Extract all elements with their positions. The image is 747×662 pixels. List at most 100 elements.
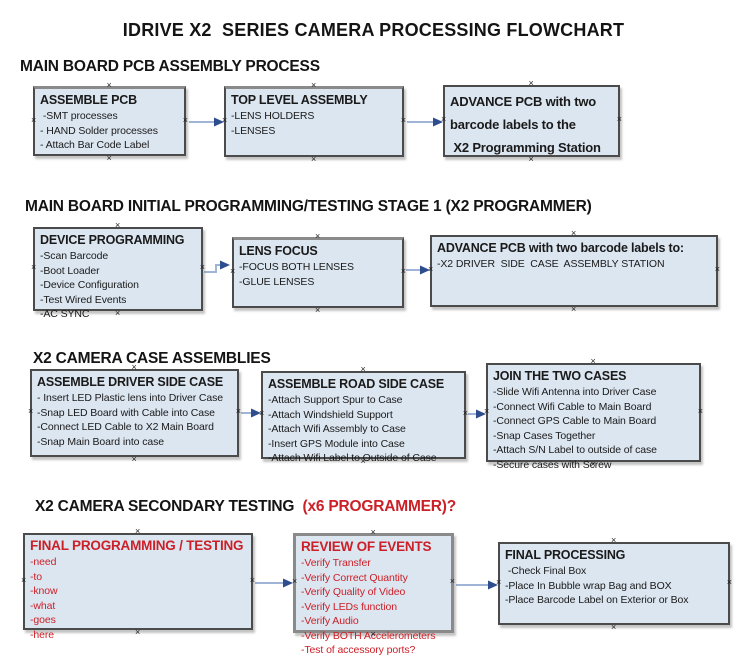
- box-item: - Attach Bar Code Label: [40, 139, 150, 151]
- box-item: -Place Barcode Label on Exterior or Box: [505, 594, 689, 606]
- box-item: -goes: [30, 614, 56, 626]
- flow-arrow: [407, 117, 443, 127]
- connection-point-icon: [484, 408, 489, 414]
- flow-box-final-programming-testing: FINAL PROGRAMMING / TESTING -need -to -k…: [21, 533, 255, 641]
- connection-point-icon: [715, 266, 720, 272]
- flow-box-lens-focus: LENS FOCUS -FOCUS BOTH LENSES -GLUE LENS…: [232, 237, 404, 308]
- box-title: REVIEW OF EVENTS: [301, 539, 432, 554]
- box-item: -Attach Wifi Assembly to Case: [268, 423, 406, 435]
- connection-point-icon: [107, 155, 112, 161]
- box-title: ASSEMBLE ROAD SIDE CASE: [268, 377, 444, 391]
- box-item: -Test of accessory ports?: [301, 644, 416, 656]
- connection-point-icon: [315, 307, 320, 313]
- box-item: -Verify Correct Quantity: [301, 571, 408, 584]
- connection-point-icon: [132, 364, 137, 370]
- box-item: -GLUE LENSES: [239, 275, 315, 288]
- box-item: -AC SYNC: [40, 308, 90, 320]
- connection-point-icon: [591, 461, 596, 467]
- flow-box-assemble-road-side-case: ASSEMBLE ROAD SIDE CASE -Attach Support …: [259, 371, 468, 464]
- page-title: IDRIVE X2 SERIES CAMERA PROCESSING FLOWC…: [122, 20, 625, 40]
- connection-point-icon: [230, 268, 235, 274]
- connection-point-icon: [371, 529, 376, 535]
- connection-point-icon: [132, 456, 137, 462]
- connection-point-icon: [571, 306, 576, 312]
- section-heading-red-part: (x6 PROGRAMMER)?: [302, 498, 457, 515]
- box-item: - Insert LED Plastic lens into Driver Ca…: [37, 392, 224, 404]
- box-item: -Attach Wifi Label to Outside of Case: [268, 452, 437, 464]
- flow-box-advance-pcb-programming-station: ADVANCE PCB with two barcode labels to t…: [443, 85, 620, 157]
- box-item: -Boot Loader: [40, 264, 100, 277]
- box-item: ADVANCE PCB with two: [450, 94, 596, 109]
- connection-point-icon: [315, 233, 320, 239]
- box-item: -Snap LED Board with Cable into Case: [37, 406, 215, 419]
- connection-point-icon: [496, 579, 501, 585]
- section-heading-secondary-testing: X2 CAMERA SECONDARY TESTING (x6 PROGRAMM…: [35, 498, 456, 516]
- connection-point-icon: [222, 117, 227, 123]
- section-heading-pcb-assembly: MAIN BOARD PCB ASSEMBLY PROCESS: [20, 58, 320, 75]
- connection-point-icon: [361, 458, 366, 464]
- box-item: -to: [30, 570, 42, 583]
- box-item: -Snap Cases Together: [493, 429, 596, 442]
- connection-point-icon: [571, 230, 576, 236]
- flow-box-advance-pcb-driver-side: ADVANCE PCB with two barcode labels to: …: [430, 235, 718, 307]
- flow-box-final-processing: FINAL PROCESSING -Check Final Box -Place…: [498, 542, 730, 625]
- box-title: JOIN THE TWO CASES: [493, 369, 627, 383]
- connection-point-icon: [28, 408, 33, 414]
- section-heading-initial-programming: MAIN BOARD INITIAL PROGRAMMING/TESTING S…: [25, 198, 592, 215]
- flow-arrow: [241, 408, 261, 418]
- connection-point-icon: [259, 410, 264, 416]
- box-title: LENS FOCUS: [239, 244, 318, 258]
- box-title: ASSEMBLE DRIVER SIDE CASE: [37, 375, 224, 389]
- box-title: ASSEMBLE PCB: [40, 93, 137, 107]
- box-item: -X2 DRIVER SIDE CASE ASSEMBLY STATION: [437, 258, 665, 270]
- box-item: -Attach S/N Label to outside of case: [493, 444, 657, 456]
- connection-point-icon: [311, 156, 316, 162]
- box-title: DEVICE PROGRAMMING: [40, 233, 185, 247]
- connection-point-icon: [292, 578, 297, 584]
- flow-arrow: [406, 265, 430, 275]
- connection-point-icon: [115, 310, 120, 316]
- box-item: -SMT processes: [40, 110, 118, 122]
- connection-point-icon: [617, 116, 622, 122]
- connection-point-icon: [727, 579, 732, 585]
- box-item: -LENSES: [231, 124, 276, 137]
- box-item: -Verify LEDs function: [301, 600, 397, 613]
- box-item: -Connect Wifi Cable to Main Board: [493, 400, 652, 413]
- flow-arrow: [255, 578, 293, 588]
- flow-arrow: [189, 117, 224, 127]
- box-item: -Verify BOTH Accelerometers: [301, 629, 436, 642]
- box-item: -Device Configuration: [40, 279, 139, 291]
- box-item: -Place In Bubble wrap Bag and BOX: [505, 579, 672, 592]
- connection-point-icon: [200, 264, 205, 270]
- box-item: -Check Final Box: [505, 565, 587, 577]
- connection-point-icon: [371, 631, 376, 637]
- box-item: -Connect GPS Cable to Main Board: [493, 415, 657, 427]
- connection-point-icon: [31, 117, 36, 123]
- box-item: -Verify Audio: [301, 615, 359, 627]
- connection-point-icon: [135, 629, 140, 635]
- box-item: -Attach Support Spur to Case: [268, 394, 403, 406]
- connection-point-icon: [21, 577, 26, 583]
- connection-point-icon: [463, 410, 468, 416]
- connection-point-icon: [698, 408, 703, 414]
- section-heading-black-part: X2 CAMERA SECONDARY TESTING: [35, 498, 303, 515]
- box-item: X2 Programming Station: [450, 140, 601, 155]
- connection-point-icon: [591, 358, 596, 364]
- box-item: -need: [30, 556, 57, 568]
- connection-point-icon: [183, 117, 188, 123]
- connection-point-icon: [401, 268, 406, 274]
- box-item: -Insert GPS Module into Case: [268, 437, 405, 450]
- connection-point-icon: [115, 222, 120, 228]
- connection-point-icon: [361, 366, 366, 372]
- connection-point-icon: [236, 408, 241, 414]
- box-item: -Test Wired Events: [40, 293, 127, 306]
- connection-point-icon: [611, 537, 616, 543]
- flow-box-review-of-events: REVIEW OF EVENTS -Verify Transfer -Verif…: [292, 533, 454, 656]
- box-title: TOP LEVEL ASSEMBLY: [231, 93, 368, 107]
- box-item: -Connect LED Cable to X2 Main Board: [37, 421, 214, 433]
- connection-point-icon: [250, 577, 255, 583]
- box-item: -know: [30, 585, 58, 597]
- flow-box-top-level-assembly: TOP LEVEL ASSEMBLY -LENS HOLDERS -LENSES: [224, 86, 404, 157]
- flow-box-join-the-two-cases: JOIN THE TWO CASES -Slide Wifi Antenna i…: [484, 363, 703, 471]
